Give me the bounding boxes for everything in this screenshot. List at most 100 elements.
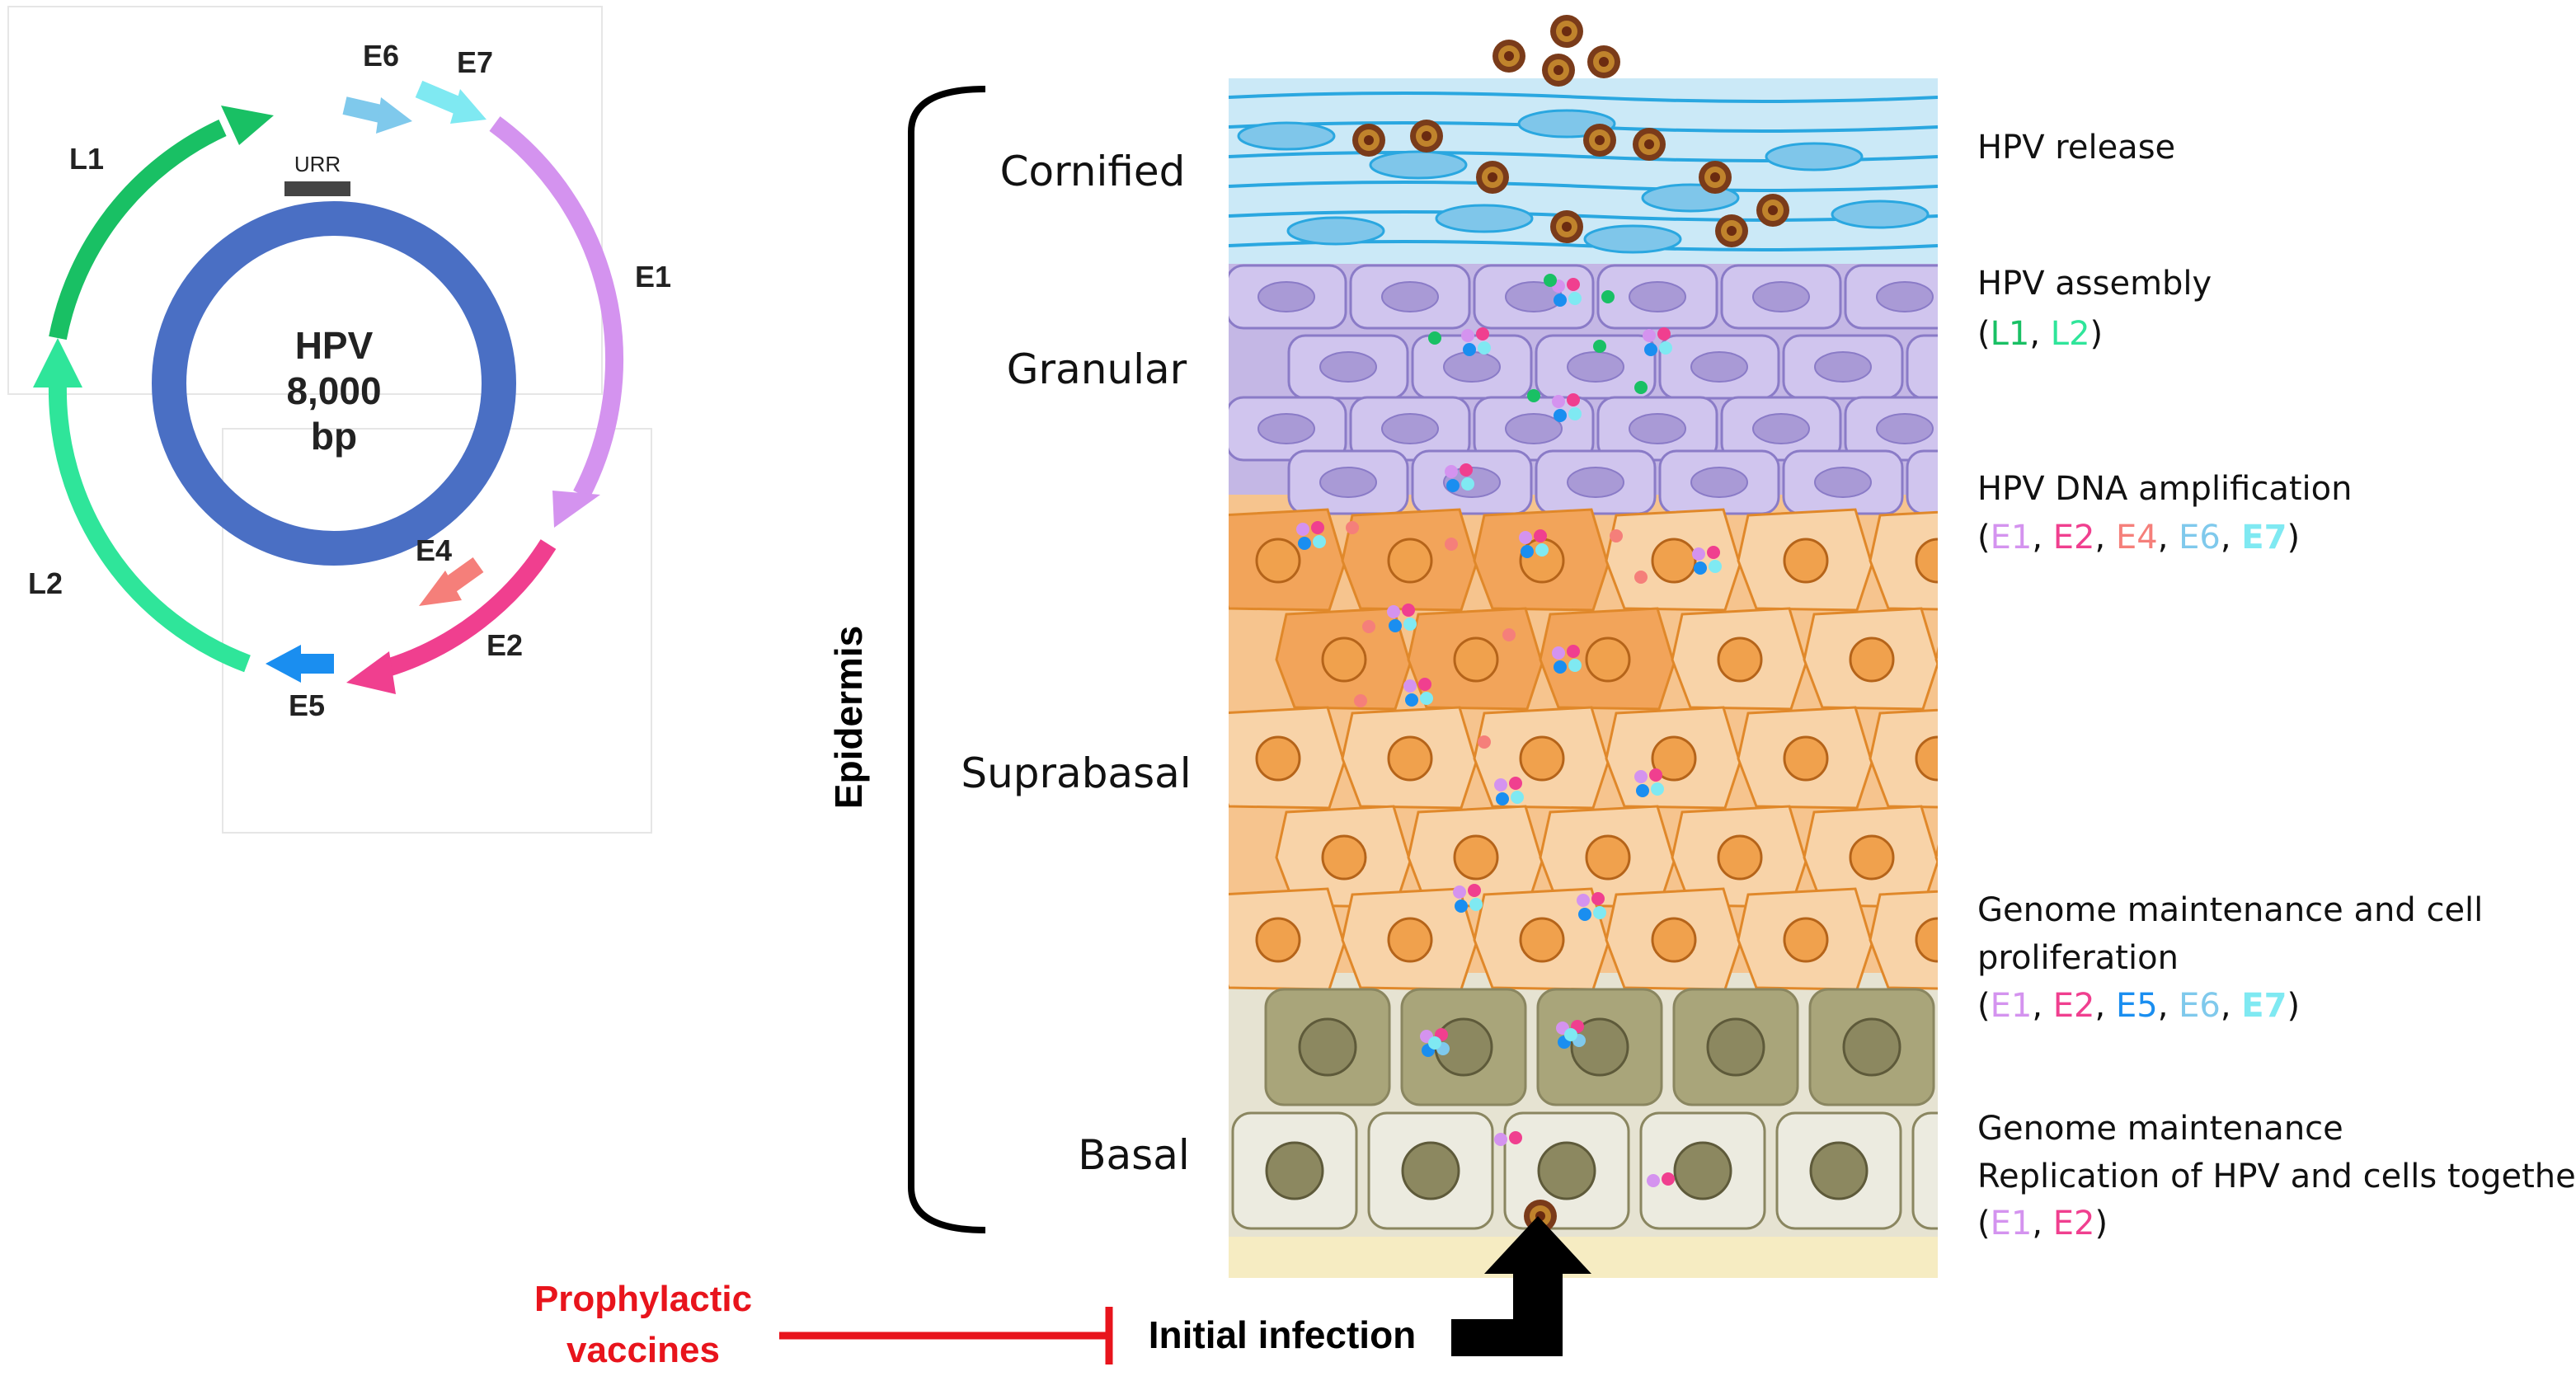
granular-cell-nucleus [1629, 413, 1686, 444]
gene-E1: E1 [1991, 519, 2033, 557]
viral-protein-dot [1468, 884, 1481, 897]
L2-arrow [48, 383, 251, 673]
suprabasal-cell-nucleus [1321, 636, 1367, 683]
L1-dot [1428, 331, 1441, 345]
suprabasal-cell-nucleus [1717, 834, 1763, 881]
viral-protein-dot [1389, 619, 1402, 632]
E6-arrow-head [376, 97, 412, 134]
E4-dot [1354, 694, 1367, 707]
viral-protein-dot [1662, 1172, 1675, 1186]
suprabasal-cell-nucleus [1255, 538, 1301, 584]
suprabasal-cell-nucleus [1915, 917, 1938, 963]
E7-arrow-head [450, 89, 487, 124]
granular-cell-nucleus [1629, 281, 1686, 312]
viral-protein-dot [1577, 894, 1590, 907]
annotations: HPV release HPV assembly (L1, L2) HPV DN… [1977, 129, 2576, 1242]
viral-protein-dot [1494, 778, 1507, 791]
hpv-virion [1542, 54, 1575, 87]
E2-arrow-head [346, 651, 396, 694]
suprabasal-cell-nucleus [1387, 917, 1433, 963]
viral-protein-dot [1534, 529, 1547, 542]
viral-protein-dot [1298, 537, 1311, 550]
suprabasal-cell-nucleus [1982, 836, 2025, 879]
viral-protein-dot [1476, 327, 1489, 341]
basal-cell-nucleus [1673, 1141, 1732, 1200]
gene-list-assembly: (L1, L2) [1977, 315, 2103, 353]
hpv-virion [1633, 128, 1666, 161]
hpv-virion [1492, 40, 1525, 73]
basal-cell-nucleus [1265, 1141, 1324, 1200]
gene-label-L2: L2 [28, 566, 63, 600]
viral-protein-dot [1659, 341, 1672, 355]
gene-list-amplification: (E1, E2, E4, E6, E7) [1977, 519, 2300, 557]
viral-protein-dot [1554, 409, 1567, 422]
suprabasal-cell-nucleus [1783, 917, 1829, 963]
E4-dot [1478, 735, 1491, 749]
viral-protein-dot [1311, 521, 1324, 534]
gene-L2: L2 [2051, 315, 2090, 353]
viral-protein-dot [1647, 1174, 1660, 1187]
granular-cell-nucleus [1876, 413, 1934, 444]
cornified-cell [1831, 200, 1930, 229]
genome-frame-top [7, 6, 603, 395]
viral-protein-dot [1463, 343, 1476, 356]
viral-protein-dot [1568, 407, 1582, 420]
viral-protein-dot [1313, 535, 1326, 548]
viral-protein-dot [1634, 770, 1648, 783]
genome-unit: bp [311, 415, 357, 458]
suprabasal-cell-nucleus [1651, 538, 1697, 584]
E7-arrow [415, 80, 466, 116]
suprabasal-cell-nucleus [1651, 735, 1697, 782]
viral-protein-dot [1564, 1028, 1577, 1041]
suprabasal-cell [1869, 708, 1938, 809]
granular-cell-nucleus [1443, 351, 1501, 383]
L1-arrow-head [221, 106, 274, 145]
viral-protein-dot [1554, 294, 1567, 307]
gene-label-L1: L1 [69, 142, 104, 176]
E2-arrow [384, 539, 557, 677]
granular-cell-nucleus [1752, 413, 1810, 444]
granular-cell-nucleus [1814, 351, 1872, 383]
basal-cell-nucleus [1706, 1017, 1765, 1077]
vaccine-label-line1: Prophylactic [534, 1279, 752, 1319]
viral-protein-dot [1420, 692, 1433, 705]
suprabasal-cell-nucleus [1255, 917, 1301, 963]
cornified-cell-boundary [1229, 181, 1938, 192]
basal-cell-nucleus [1298, 1017, 1357, 1077]
granular-cell [1906, 449, 1938, 515]
viral-protein-dot [1591, 892, 1605, 905]
viral-protein-dot [1578, 908, 1591, 921]
basal-cell-nucleus [1537, 1141, 1596, 1200]
granular-cell-nucleus [1567, 467, 1624, 498]
E4-dot [1445, 538, 1458, 551]
basal-cell-nucleus [1980, 1019, 2036, 1075]
hpv-virion [1756, 194, 1789, 227]
granular-cell-nucleus [1814, 467, 1872, 498]
gene-E2: E2 [2053, 987, 2095, 1025]
viral-protein-dot [1460, 463, 1473, 477]
gene-list-proliferation: (E1, E2, E5, E6, E7) [1977, 987, 2300, 1025]
basal-cell-nucleus [1401, 1141, 1460, 1200]
infection-entry-arrow [1451, 1216, 1591, 1356]
viral-protein-dot [1387, 605, 1400, 618]
viral-protein-dot [1478, 341, 1491, 355]
suprabasal-cell-nucleus [1387, 538, 1433, 584]
genome-name: HPV [295, 324, 374, 367]
released-virions [1492, 15, 1620, 87]
viral-protein-dot [1567, 645, 1580, 658]
E4-dot [1502, 628, 1516, 641]
viral-protein-dot [1593, 906, 1606, 919]
cornified-cell-boundary [1229, 210, 1938, 222]
suprabasal-cell [1934, 843, 1938, 866]
viral-protein-dot [1405, 693, 1418, 707]
L1-dot [1544, 274, 1557, 287]
viral-protein-dot [1418, 678, 1431, 691]
viral-protein-dot [1521, 545, 1534, 558]
viral-protein-dot [1428, 1036, 1441, 1050]
gene-list-basal: (E1, E2) [1977, 1205, 2108, 1242]
annotation-proliferation-line2: proliferation [1977, 939, 2179, 977]
basal-cells [1231, 988, 2036, 1230]
gene-label-E1: E1 [635, 260, 671, 294]
hpv-virion [1352, 124, 1385, 157]
viral-protein-dot [1509, 1131, 1522, 1144]
